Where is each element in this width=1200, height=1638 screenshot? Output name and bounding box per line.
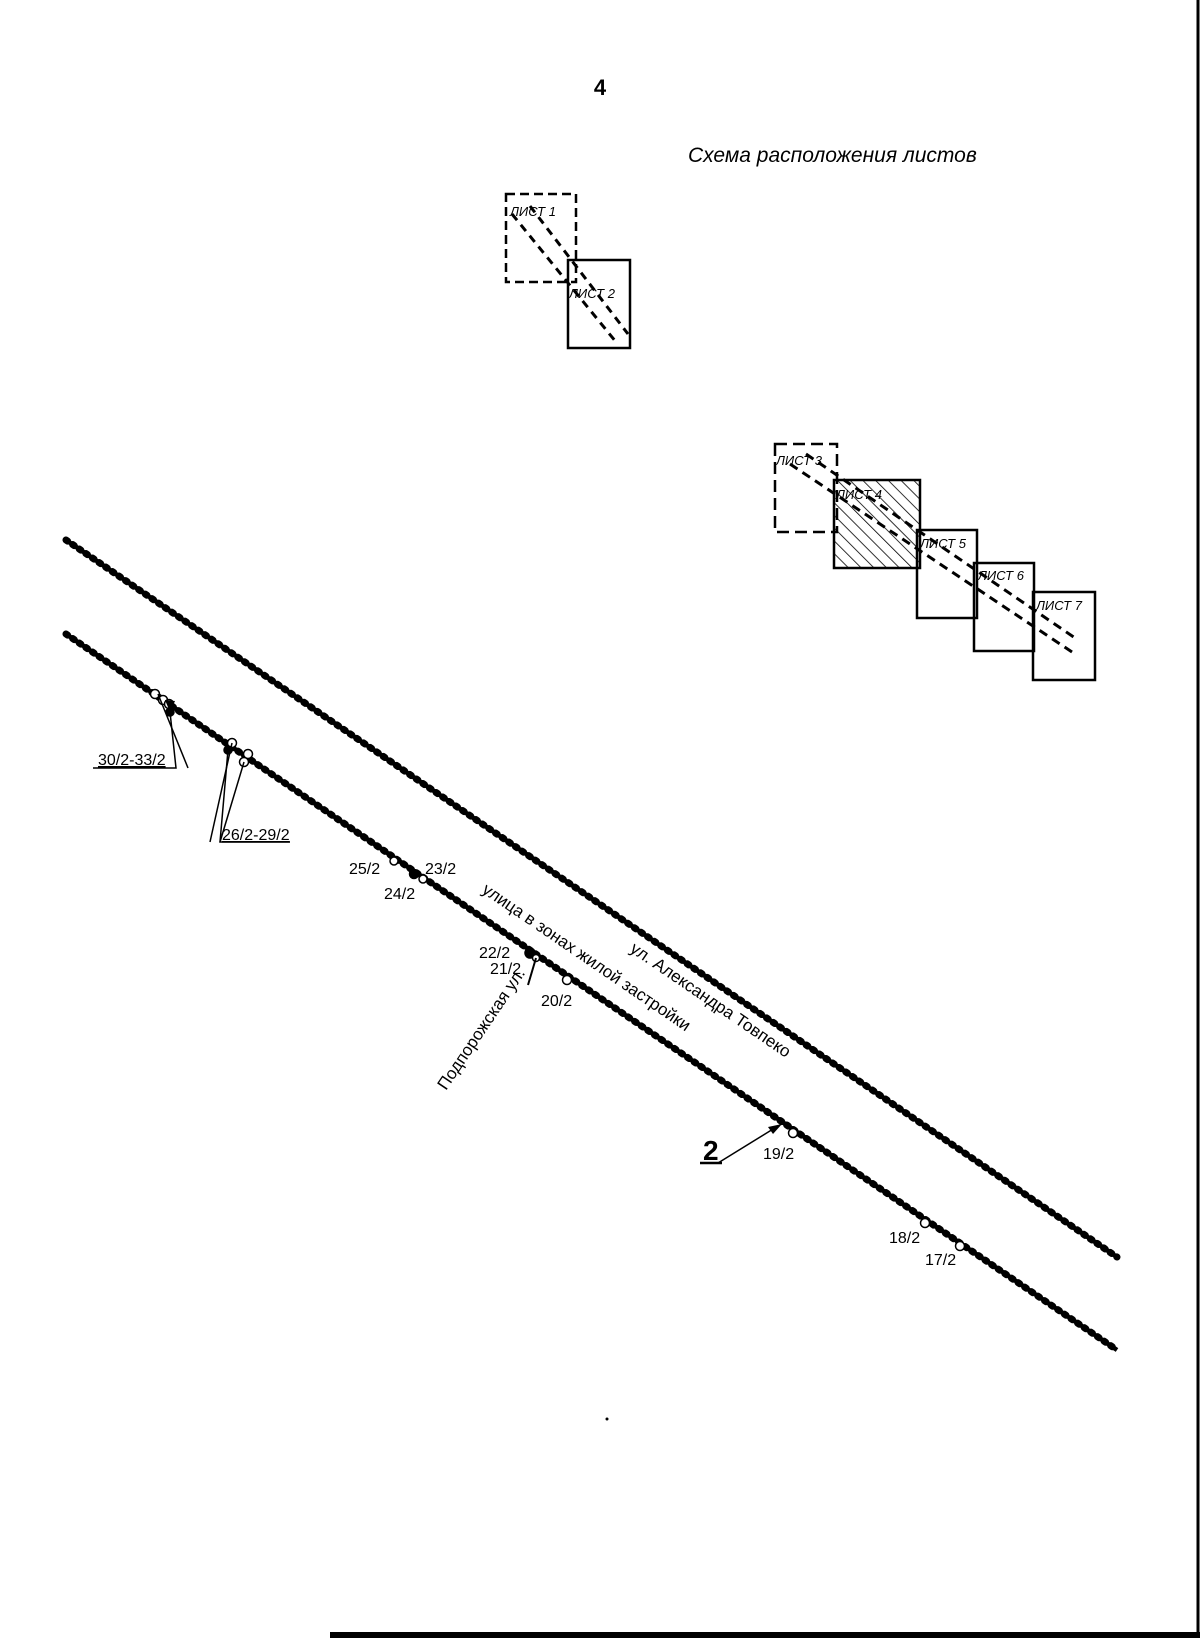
point-28-2 [242,748,254,760]
route-line-upper-a [510,213,618,343]
marker-2-arrowhead [768,1124,782,1134]
route-line-lower-a [789,462,1073,654]
sheet-2-frame [566,258,632,350]
sheet-3-label: ЛИСТ 3 [775,453,823,468]
route-line-upper-b [528,205,630,335]
label-point-19-2: 19/2 [763,1146,794,1163]
point-24-2 [408,868,420,880]
stray-dot [605,1417,609,1421]
label-point-18-2: 18/2 [889,1230,920,1247]
route-lines [62,536,1121,1354]
sheet-3-frame [773,442,839,534]
sheet-layout-scheme [504,192,1097,682]
leader-30-33 [93,711,177,769]
sheet-4-label: ЛИСТ 4 [835,487,882,502]
street-name-podporozhskaya: Подпорожская ул. [434,965,529,1094]
sheet-5-frame [915,528,979,620]
point-30-2 [149,688,161,700]
point-19-2 [787,1127,799,1139]
sheet-4-frame [832,478,922,570]
cross-street-tick [527,957,537,986]
point-20-2 [561,974,573,986]
line-marker-2: 2 [703,1135,719,1166]
point-23-2 [418,874,428,884]
point-22-2 [524,947,536,959]
route-line-lower-b [805,452,1079,642]
label-point-22-2: 22/2 [479,945,510,962]
street-line-lower-texture [62,630,1121,1354]
leader-26-29-b [219,761,245,843]
point-25-2 [389,856,399,866]
sheet-5-label: ЛИСТ 5 [919,536,967,551]
label-point-24-2: 24/2 [384,886,415,903]
sheet-6-label: ЛИСТ 6 [977,568,1025,583]
leader-30-33-b [157,693,189,769]
sheet-7-label: ЛИСТ 7 [1035,598,1083,613]
label-point-25-2: 25/2 [349,861,380,878]
sheet-2-label: ЛИСТ 2 [568,286,616,301]
street-line-upper-texture [62,536,1121,1261]
label-point-20-2: 20/2 [541,993,572,1010]
sheet-7-frame [1031,590,1097,682]
page-number: 4 [594,75,607,100]
sheet-1-frame [504,192,578,284]
label-point-17-2: 17/2 [925,1252,956,1269]
leader-26-29-c [209,742,233,843]
leader-lines [93,693,779,1165]
marker-2-leader [717,1125,779,1164]
label-point-21-2: 21/2 [490,961,521,978]
label-point-23-2: 23/2 [425,861,456,878]
point-18-2 [919,1217,931,1229]
point-17-2 [954,1240,966,1252]
label-points-26-29: 26/2-29/2 [222,827,290,844]
label-points-30-33: 30/2-33/2 [98,752,166,769]
layout-scheme-title: Схема расположения листов [688,144,977,167]
sheet-1-label: ЛИСТ 1 [509,204,556,219]
group-30-arrowhead [165,700,175,712]
